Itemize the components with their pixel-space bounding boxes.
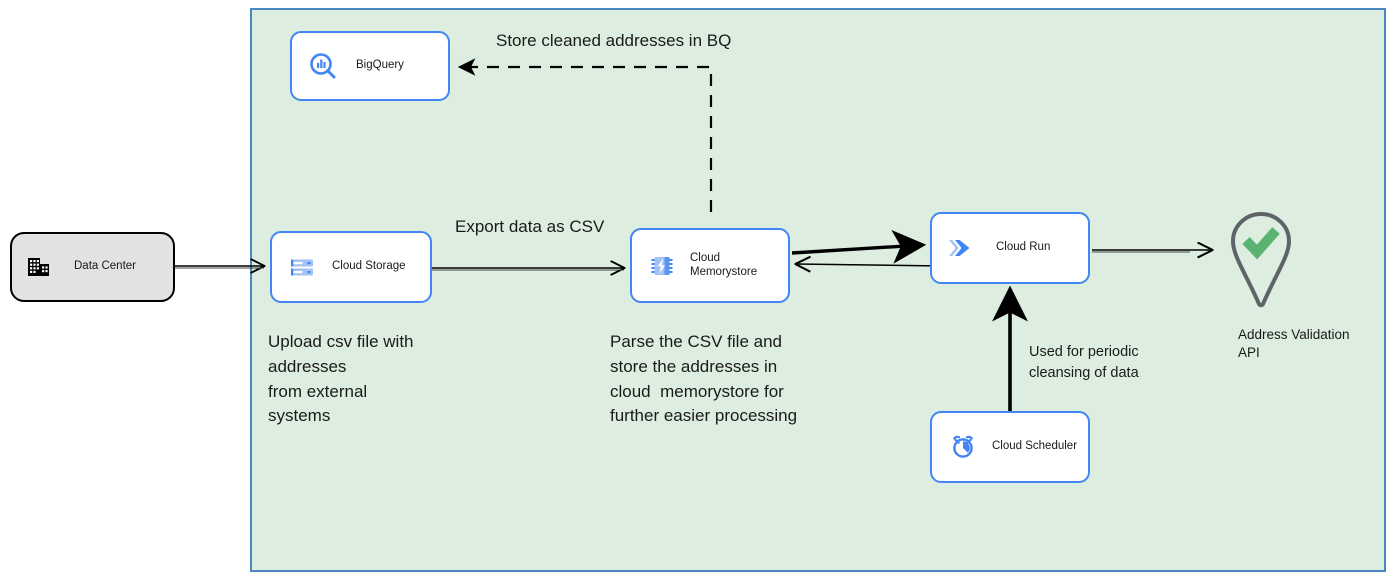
node-data-center[interactable]: Data Center xyxy=(10,232,175,302)
node-label-cloud-run: Cloud Run xyxy=(996,241,1051,254)
edge-cloud-run-to-bigquery-dashed xyxy=(457,58,713,212)
node-cloud-run[interactable]: Cloud Run xyxy=(930,212,1090,284)
cloud-memorystore-chip-icon xyxy=(648,252,676,280)
edge-label-store-cleaned-addresses: Store cleaned addresses in BQ xyxy=(496,31,732,50)
edge-memorystore-to-cloud-run xyxy=(791,229,927,264)
node-bigquery[interactable]: BigQuery xyxy=(290,31,450,101)
datacenter-building-icon xyxy=(26,254,52,280)
node-label-cloud-memorystore: Cloud Memorystore xyxy=(690,251,758,278)
node-label-data-center: Data Center xyxy=(74,260,137,273)
google-cloud-boundary-panel xyxy=(250,8,1386,572)
edge-label-periodic-cleansing: Used for periodic cleansing of data xyxy=(1029,344,1139,382)
caption-upload-csv: Upload csv file with addresses from exte… xyxy=(268,332,414,426)
bigquery-icon xyxy=(308,51,338,81)
node-label-cloud-scheduler: Cloud Scheduler xyxy=(992,440,1078,453)
node-label-cloud-storage: Cloud Storage xyxy=(332,260,406,273)
cloud-run-icon xyxy=(946,235,976,261)
node-label-address-validation-api: Address Validation API xyxy=(1238,327,1350,360)
cloud-scheduler-clock-icon xyxy=(948,432,978,462)
edge-label-export-data-as-csv: Export data as CSV xyxy=(455,217,605,236)
cloud-storage-icon xyxy=(288,253,316,281)
node-label-bigquery: BigQuery xyxy=(356,59,404,72)
caption-parse-csv: Parse the CSV file and store the address… xyxy=(610,332,798,426)
node-address-validation-api[interactable] xyxy=(1218,208,1304,313)
node-cloud-storage[interactable]: Cloud Storage xyxy=(270,231,432,303)
edge-cloud-run-to-address-validation-api xyxy=(1092,250,1212,252)
node-cloud-memorystore[interactable]: Cloud Memorystore xyxy=(630,228,790,303)
node-cloud-scheduler[interactable]: Cloud Scheduler xyxy=(930,411,1090,483)
edge-cloud-storage-to-memorystore xyxy=(432,268,624,270)
edge-datacenter-to-cloud-storage xyxy=(175,266,264,268)
map-pin-check-icon xyxy=(1230,211,1292,308)
